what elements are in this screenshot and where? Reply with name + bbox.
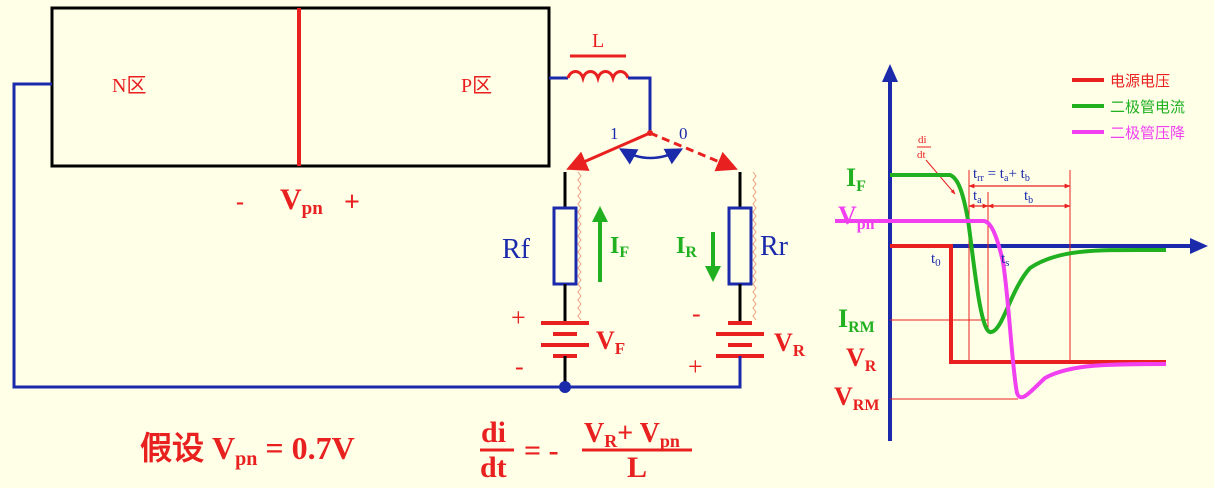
switch-pivot <box>647 130 653 136</box>
diode-voltage-trace <box>835 219 1167 400</box>
vpn-minus-sign: - <box>236 189 244 215</box>
inductor-label: L <box>592 30 604 52</box>
waveform-legend: 电源电压 二极管电流 二极管压降 <box>1072 73 1185 142</box>
n-region-label: N区 <box>112 75 146 97</box>
switch-arm-pos-1 <box>566 131 651 171</box>
tb-label: tb <box>1024 188 1033 206</box>
slope-didt-den: dt <box>917 149 926 161</box>
if-label: IF <box>610 233 629 261</box>
vr-label: VR <box>774 328 806 360</box>
slope-didt-num: di <box>918 134 927 146</box>
vpn-level-label: Vpn <box>838 201 875 233</box>
diode-current-trace <box>890 173 1167 334</box>
ts-label: ts <box>1001 251 1009 269</box>
irm-level-label: IRM <box>838 304 875 336</box>
waveform-x-axis-arrowhead <box>1190 238 1208 254</box>
switch-arm-pos-0 <box>649 131 738 172</box>
legend-label-source-voltage: 电源电压 <box>1110 73 1170 90</box>
ta-label: ta <box>973 188 982 206</box>
rr-label: Rr <box>760 231 789 262</box>
rhs-denominator: L <box>627 451 647 484</box>
rr-resistor <box>727 206 753 286</box>
p-region-label: P区 <box>461 75 492 97</box>
waveform-y-axis-arrowhead <box>882 64 898 82</box>
vf-label: VF <box>596 326 625 358</box>
vrm-level-label: VRM <box>834 382 879 414</box>
trr-label: trr = ta+ tb <box>973 166 1030 184</box>
vpn-label: Vpn <box>280 183 323 219</box>
rr-hatch-decoration <box>752 171 757 321</box>
t0-label: t0 <box>931 251 941 269</box>
vpn-plus-sign: + <box>344 187 360 218</box>
switch-pos-0-label: 0 <box>679 124 688 143</box>
switch-pos-1-label: 1 <box>610 124 619 143</box>
if-arrowhead <box>592 206 608 222</box>
didt-denominator: dt <box>480 451 507 484</box>
legend-label-diode-current: 二极管电流 <box>1110 99 1185 116</box>
rf-resistor <box>552 206 578 286</box>
if-level-label: IF <box>846 163 866 195</box>
vr-minus-sign: - <box>692 299 701 328</box>
equation-equals-minus: = - <box>524 434 559 467</box>
vr-level-label: VR <box>846 343 877 375</box>
inductor-coil <box>566 69 630 84</box>
rf-hatch-decoration <box>577 171 582 321</box>
assumption-equation: 假设 Vpn = 0.7V <box>140 430 355 470</box>
switch-rotation-arrow <box>618 148 684 165</box>
vf-minus-sign: - <box>515 352 524 381</box>
didt-numerator: di <box>481 416 506 449</box>
return-wire <box>12 82 742 389</box>
legend-label-diode-voltage: 二极管压降 <box>1110 125 1185 142</box>
ground-node <box>559 381 571 393</box>
inductor-to-switch-wire <box>628 76 652 133</box>
source-voltage-trace <box>890 244 1166 364</box>
ir-arrowhead <box>705 266 721 282</box>
rf-label: Rf <box>502 234 531 265</box>
vr-plus-sign: + <box>688 352 703 381</box>
ir-label: IR <box>676 233 697 261</box>
vf-plus-sign: + <box>511 303 526 332</box>
rhs-numerator: VR+ Vpn <box>584 418 680 451</box>
